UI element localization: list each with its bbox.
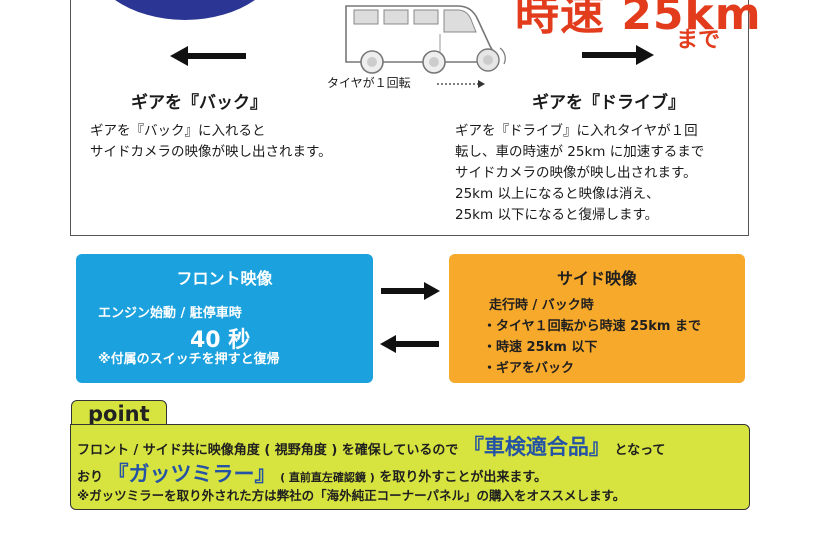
van-icon: [345, 5, 506, 74]
side-video-title: サイド映像: [556, 269, 637, 288]
side-condition: 走行時 / バック時: [489, 298, 594, 313]
point-line-2: おり 『ガッツミラー』 ( 直前直左確認鏡 ) を取り外すことが出来ます。: [77, 462, 548, 486]
arrow-to-side-icon: [381, 282, 440, 300]
arrow-to-front-icon: [380, 335, 439, 353]
highlight-shaken: 『車検適合品』: [462, 435, 610, 459]
gear-back-title: ギアを『バック』: [131, 93, 267, 113]
front-condition: エンジン始動 / 駐停車時: [98, 306, 242, 321]
gear-drive-title: ギアを『ドライブ』: [532, 93, 685, 113]
side-bullet: ・ギアをバック: [483, 361, 575, 376]
side-bullet: ・タイヤ１回転から時速 25km まで: [483, 319, 701, 334]
gear-drive-description: ギアを『ドライブ』に入れタイヤが１回 転し、車の時速が 25km に加速するまで…: [455, 123, 705, 223]
side-video-box: サイド映像 走行時 / バック時 ・タイヤ１回転から時速 25km まで ・時速…: [449, 254, 745, 383]
point-line-3: ※ガッツミラーを取り外された方は弊社の「海外純正コーナーパネル」の購入をオススメ…: [77, 488, 626, 503]
side-bullet: ・時速 25km 以下: [483, 340, 598, 355]
point-box: フロント / サイド共に映像角度 ( 視野角度 ) を確保しているので 『車検適…: [70, 424, 750, 510]
speed-suffix: まで: [676, 28, 721, 53]
dotted-arrow-icon: [437, 80, 485, 88]
front-duration: 40 秒: [190, 328, 251, 353]
front-video-title: フロント映像: [176, 269, 273, 288]
front-video-box: フロント映像 エンジン始動 / 駐停車時 40 秒 ※付属のスイッチを押すと復帰: [76, 254, 373, 383]
gear-back-description: ギアを『バック』に入れると サイドカメラの映像が映し出されます。: [90, 123, 332, 160]
arrow-right-icon: [582, 45, 654, 65]
arrow-left-icon: [170, 46, 246, 66]
speed-heading: 時速 25km: [515, 0, 762, 40]
highlight-gatts-mirror: 『ガッツミラー』: [107, 462, 276, 486]
tire-rotation-label: タイヤが１回転: [327, 76, 411, 90]
point-label: point: [88, 402, 150, 426]
front-note: ※付属のスイッチを押すと復帰: [98, 352, 280, 367]
point-line-1: フロント / サイド共に映像角度 ( 視野角度 ) を確保しているので 『車検適…: [77, 435, 666, 459]
